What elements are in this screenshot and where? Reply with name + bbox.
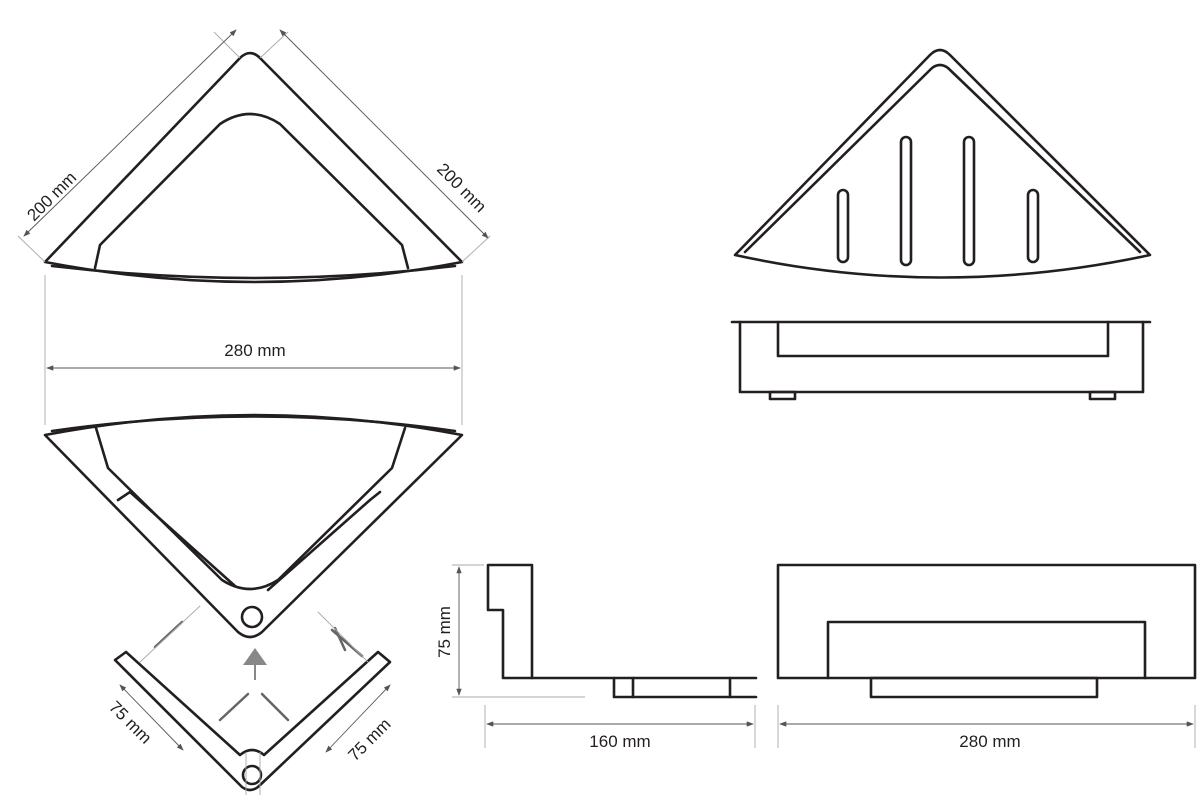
dim-label-200-right: 200 mm <box>433 159 490 216</box>
screw-icon <box>333 626 347 652</box>
dim-label-75-right: 75 mm <box>344 715 394 765</box>
screw-icon <box>218 692 250 722</box>
dimension-160: 160 mm <box>484 705 756 751</box>
dimension-75-right: 75 mm <box>325 684 395 765</box>
top-view-with-slots <box>733 48 1152 279</box>
screw-icon <box>330 628 364 658</box>
dim-label-200-left: 200 mm <box>23 168 80 225</box>
dim-label-160: 160 mm <box>589 732 650 751</box>
wall-bracket <box>113 648 392 795</box>
dimension-280-top: 280 mm <box>44 275 463 425</box>
mount-direction-arrow-icon <box>243 648 267 665</box>
screw-icon <box>153 620 184 649</box>
dim-label-75-left: 75 mm <box>105 697 155 747</box>
front-view <box>776 563 1197 699</box>
bottom-view-shelf <box>43 413 464 639</box>
screw-icon <box>260 692 290 722</box>
dim-label-75-height: 75 mm <box>435 606 454 658</box>
dim-label-280-top: 280 mm <box>224 341 285 360</box>
top-view-shelf <box>43 51 464 284</box>
dimension-280-front: 280 mm <box>777 705 1196 751</box>
screws <box>139 605 369 722</box>
dim-label-280-front: 280 mm <box>959 732 1020 751</box>
side-profile <box>486 563 758 699</box>
dimension-75-height: 75 mm <box>435 564 585 698</box>
dimension-200-right: 200 mm <box>259 29 491 263</box>
dimension-200-left: 200 mm <box>17 29 241 263</box>
side-view-top <box>730 320 1152 401</box>
